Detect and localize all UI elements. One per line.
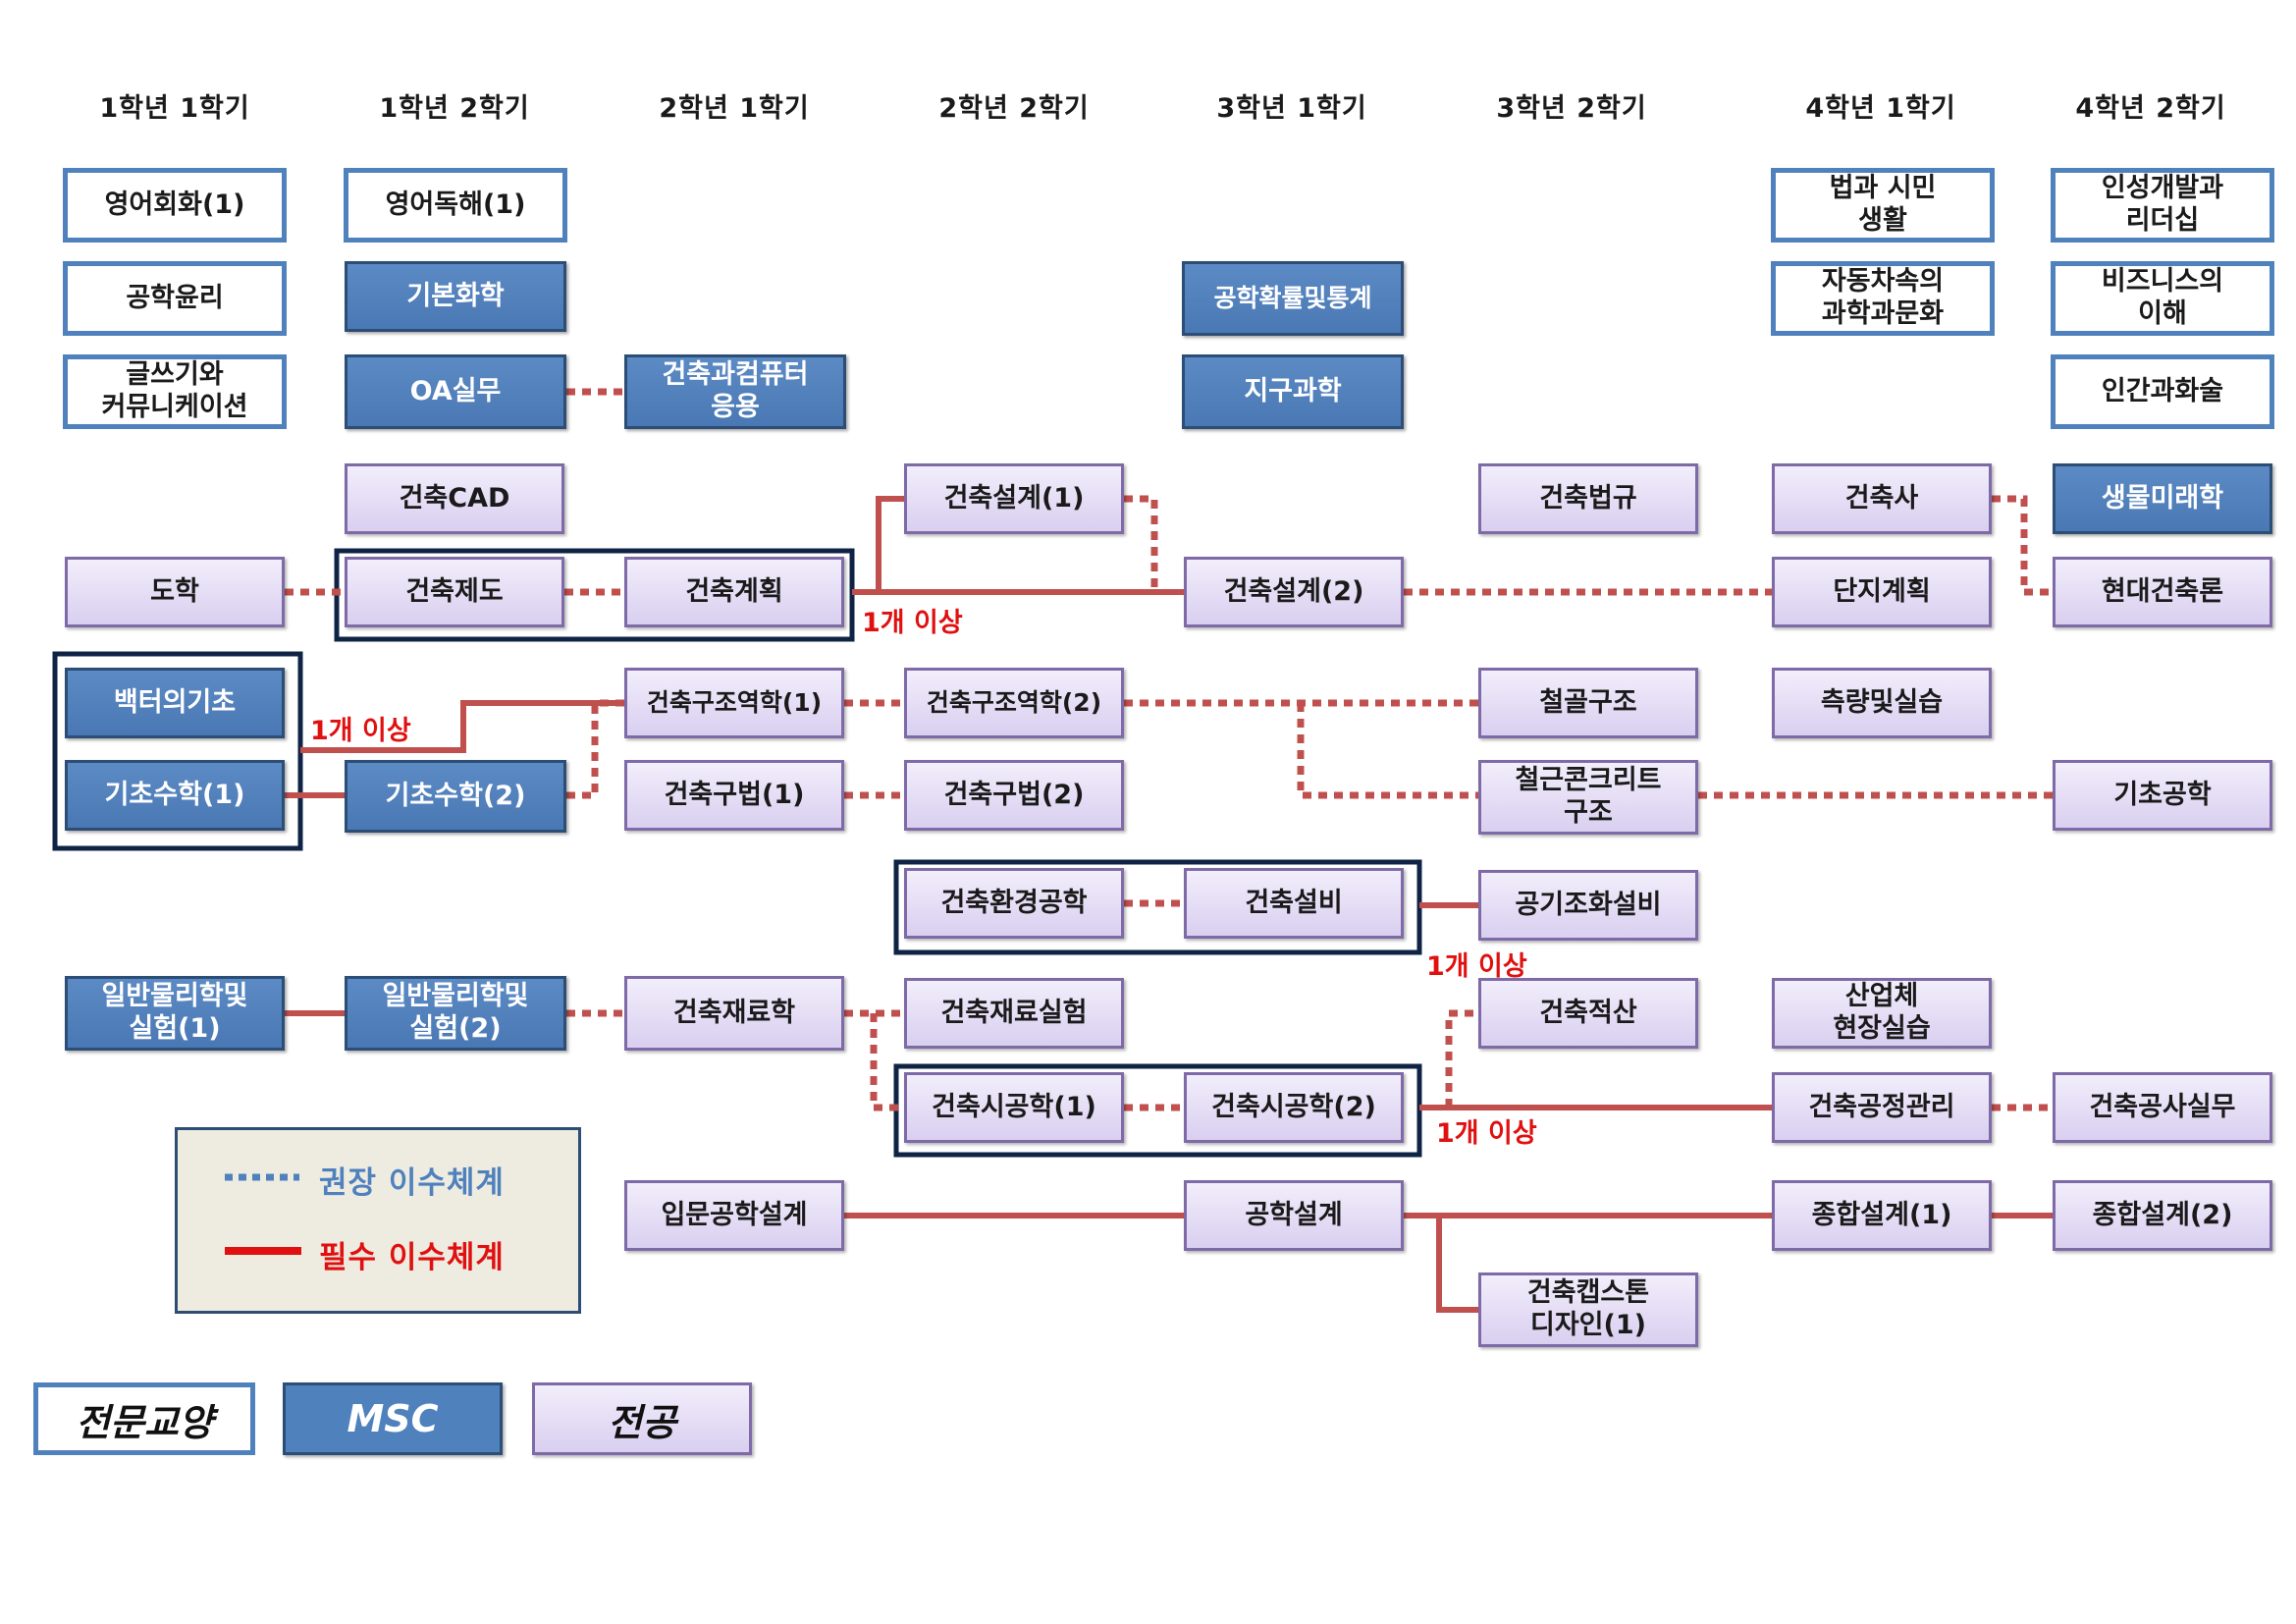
course-structural-mechanics-2: 건축구조역학(2): [904, 668, 1124, 738]
link-planning-to-design1: [876, 496, 904, 592]
course-auto-culture: 자동차속의 과학과문화: [1771, 261, 1995, 336]
course-law-citizen: 법과 시민 생활: [1771, 168, 1995, 243]
course-env-engineering: 건축환경공학: [904, 868, 1124, 939]
link-construction-to-estimating: [1445, 1009, 1478, 1108]
link-struct2-to-rc: [1297, 703, 1478, 799]
course-basic-math-2: 기초수학(2): [345, 760, 566, 833]
course-field-training: 산업체 현장실습: [1772, 978, 1992, 1049]
course-construction-practice: 건축공사실무: [2053, 1072, 2272, 1143]
semester-header-2-2: 2학년 2학기: [938, 93, 1090, 124]
course-hvac: 공기조화설비: [1478, 870, 1698, 941]
category-general-education: 전문교양: [33, 1382, 255, 1455]
semester-header-4-2: 4학년 2학기: [2075, 93, 2226, 124]
course-office-automation: OA실무: [345, 354, 566, 429]
link-eng-design-to-capstone: [1436, 1216, 1478, 1313]
course-business: 비즈니스의 이해: [2051, 261, 2274, 336]
semester-header-1-1: 1학년 1학기: [99, 93, 250, 124]
semester-header-2-1: 2학년 1학기: [659, 93, 810, 124]
category-major: 전공: [532, 1382, 752, 1455]
link-math-group-to-struct1: [300, 700, 624, 753]
semester-header-3-2: 3학년 2학기: [1496, 93, 1647, 124]
course-surveying: 측량및실습: [1772, 668, 1992, 738]
course-construction-method-2: 건축구법(2): [904, 760, 1124, 831]
course-construction-method-1: 건축구법(1): [624, 760, 844, 831]
course-arch-history: 건축사: [1772, 463, 1992, 534]
course-physics-lab-2: 일반물리학및 실험(2): [345, 976, 566, 1051]
category-msc: MSC: [283, 1382, 503, 1455]
link-materials-to-construction1: [870, 1013, 904, 1111]
legend-recommended-label: 권장 이수체계: [319, 1165, 505, 1201]
course-writing-communication: 글쓰기와 커뮤니케이션: [63, 354, 287, 429]
course-basic-engineering: 기초공학: [2053, 760, 2272, 831]
link-math2-to-struct1: [566, 699, 624, 799]
course-site-planning: 단지계획: [1772, 557, 1992, 627]
course-steel-structure: 철골구조: [1478, 668, 1698, 738]
course-earth-science: 지구과학: [1182, 354, 1404, 429]
course-intro-eng-design: 입문공학설계: [624, 1180, 844, 1251]
label-one-or-more-design: 1개 이상: [862, 608, 963, 638]
label-one-or-more-construction: 1개 이상: [1436, 1118, 1537, 1149]
link-history-to-modern: [1992, 495, 2053, 596]
course-construction-1: 건축시공학(1): [904, 1072, 1124, 1143]
course-construction-2: 건축시공학(2): [1184, 1072, 1404, 1143]
course-basic-math-1: 기초수학(1): [65, 760, 285, 831]
course-arch-drafting: 건축제도: [345, 557, 564, 627]
course-modern-architecture: 현대건축론: [2053, 557, 2272, 627]
course-vector-basics: 백터의기초: [65, 668, 285, 738]
course-integrated-design-2: 종합설계(2): [2053, 1180, 2272, 1251]
course-building-equipment: 건축설비: [1184, 868, 1404, 939]
course-building-law: 건축법규: [1478, 463, 1698, 534]
course-human-speech: 인간과화술: [2051, 354, 2274, 429]
course-engineering-ethics: 공학윤리: [63, 261, 287, 336]
course-arch-design-1: 건축설계(1): [904, 463, 1124, 534]
legend: 권장 이수체계 필수 이수체계: [175, 1127, 581, 1314]
course-capstone-design: 건축캡스톤 디자인(1): [1478, 1272, 1698, 1347]
label-one-or-more-env: 1개 이상: [1426, 951, 1527, 982]
course-bio-future: 생물미래학: [2053, 463, 2272, 534]
course-arch-cad: 건축CAD: [345, 463, 564, 534]
label-one-or-more-math: 1개 이상: [310, 716, 411, 746]
course-character-leadership: 인성개발과 리더십: [2051, 168, 2274, 243]
course-english-conversation: 영어회화(1): [63, 168, 287, 243]
course-arch-computer-app: 건축과컴퓨터 응용: [624, 354, 846, 429]
semester-header-1-2: 1학년 2학기: [379, 93, 530, 124]
course-eng-design: 공학설계: [1184, 1180, 1404, 1251]
course-physics-lab-1: 일반물리학및 실험(1): [65, 976, 285, 1051]
legend-line-samples: [225, 1173, 301, 1255]
course-basic-chemistry: 기본화학: [345, 261, 566, 332]
course-prob-stats: 공학확률및통계: [1182, 261, 1404, 336]
course-structural-mechanics-1: 건축구조역학(1): [624, 668, 844, 738]
course-estimating: 건축적산: [1478, 978, 1698, 1049]
course-rc-structure: 철근콘크리트 구조: [1478, 760, 1698, 835]
course-arch-materials: 건축재료학: [624, 976, 844, 1051]
course-arch-design-2: 건축설계(2): [1184, 557, 1404, 627]
legend-required-label: 필수 이수체계: [319, 1240, 505, 1275]
course-drawing: 도학: [65, 557, 285, 627]
course-materials-lab: 건축재료실험: [904, 978, 1124, 1049]
course-integrated-design-1: 종합설계(1): [1772, 1180, 1992, 1251]
course-english-reading: 영어독해(1): [344, 168, 567, 243]
semester-header-4-1: 4학년 1학기: [1805, 93, 1956, 124]
link-design1-to-design2: [1124, 495, 1158, 592]
course-schedule-management: 건축공정관리: [1772, 1072, 1992, 1143]
semester-header-3-1: 3학년 1학기: [1216, 93, 1367, 124]
course-arch-planning: 건축계획: [624, 557, 844, 627]
